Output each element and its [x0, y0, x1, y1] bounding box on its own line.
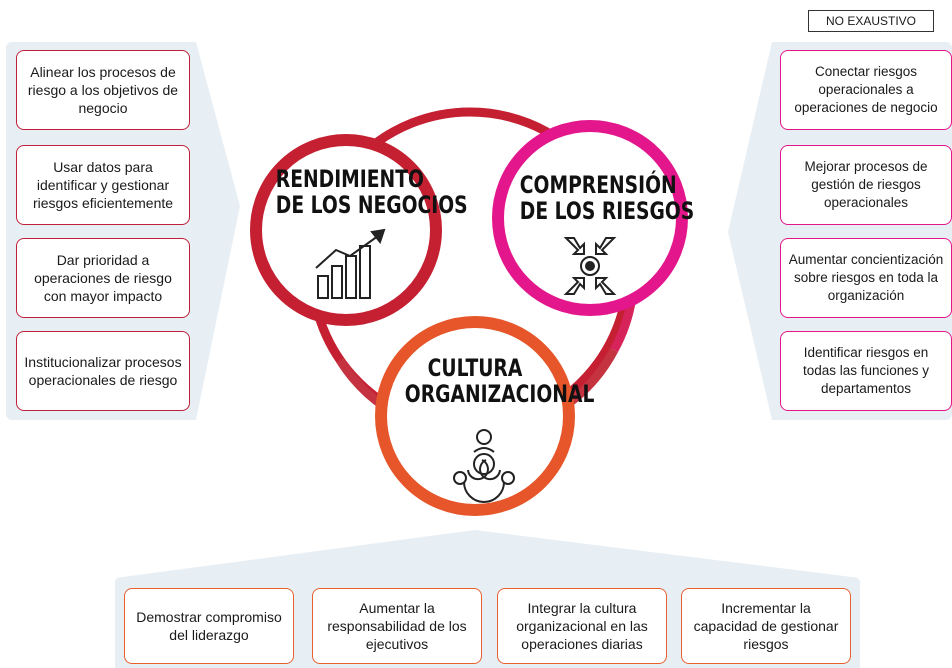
bottom-connector [115, 530, 860, 578]
culture-title-line1: CULTURA [427, 354, 523, 382]
bottom-card: Incrementar la capacidad de gestionar ri… [681, 588, 851, 664]
left-card: Dar prioridad a operaciones de riesgo co… [16, 238, 190, 318]
right-card: Conectar riesgos operacionales a operaci… [780, 50, 952, 130]
left-connector [196, 42, 240, 420]
risk-title: COMPRENSIÓN DE LOS RIESGOS [519, 171, 695, 225]
bottom-card: Aumentar la responsabilidad de los ejecu… [312, 588, 482, 664]
chart-up-icon [315, 228, 386, 299]
bottom-card: Demostrar compromiso del liderazgo [124, 588, 294, 664]
risk-circle [492, 120, 688, 316]
business-title-line1: RENDIMIENTO [275, 165, 424, 193]
business-title-line2: DE LOS NEGOCIOS [275, 191, 468, 219]
non-exhaustive-tag: NO EXAUSTIVO [808, 10, 934, 32]
left-card: Usar datos para identificar y gestionar … [16, 145, 190, 225]
right-card: Mejorar procesos de gestión de riesgos o… [780, 145, 952, 225]
business-title: RENDIMIENTO DE LOS NEGOCIOS [275, 165, 468, 219]
risk-title-line1: COMPRENSIÓN [519, 171, 677, 199]
left-card: Alinear los procesos de riesgo a los obj… [16, 50, 190, 130]
people-circle-icon [453, 429, 515, 503]
left-card: Institucionalizar procesos operacionales… [16, 331, 190, 411]
right-card: Aumentar concientización sobre riesgos e… [780, 238, 952, 318]
target-arrows-icon [563, 237, 617, 295]
business-circle [250, 134, 442, 326]
culture-title-line2: ORGANIZACIONAL [404, 380, 595, 408]
culture-title: CULTURA ORGANIZACIONAL [404, 354, 595, 408]
bottom-card: Integrar la cultura organizacional en la… [497, 588, 667, 664]
right-card: Identificar riesgos en todas las funcion… [780, 331, 952, 411]
right-connector [728, 42, 772, 420]
risk-title-line2: DE LOS RIESGOS [519, 197, 695, 225]
culture-circle [375, 316, 575, 516]
